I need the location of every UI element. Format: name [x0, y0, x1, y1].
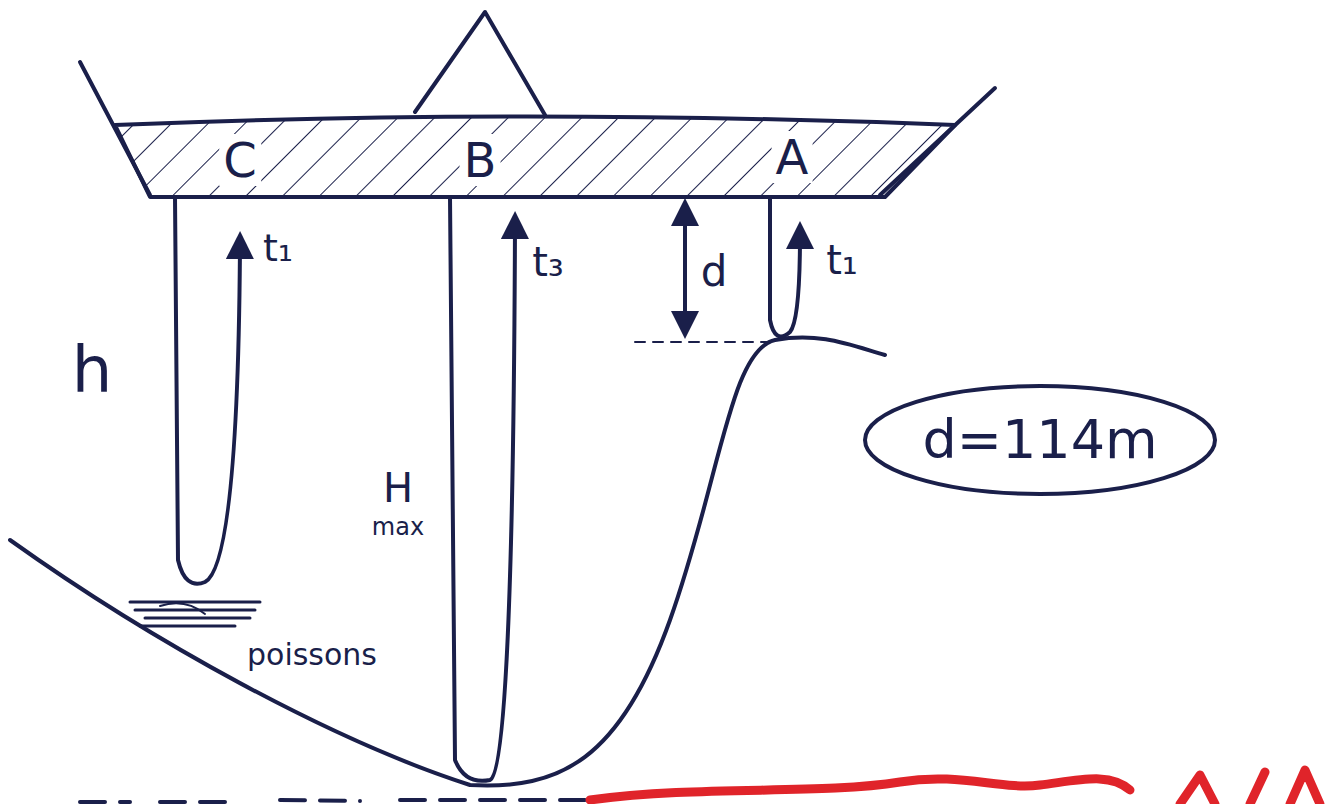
height-label: h — [72, 338, 113, 402]
time-label: t₁ — [826, 240, 858, 280]
time-label: t₁ — [263, 229, 293, 267]
dimension-label: d — [701, 251, 728, 293]
value-text: d=114m — [922, 413, 1157, 467]
subscript-label: max — [372, 515, 424, 539]
part-letter: A — [772, 131, 813, 183]
value-ellipse: d=114m — [862, 383, 1218, 497]
part-letter: B — [460, 134, 501, 186]
part-letter: C — [219, 134, 261, 186]
fish-label: poissons — [247, 640, 377, 670]
depth-label: H — [383, 468, 413, 508]
time-label: t₃ — [532, 242, 564, 282]
